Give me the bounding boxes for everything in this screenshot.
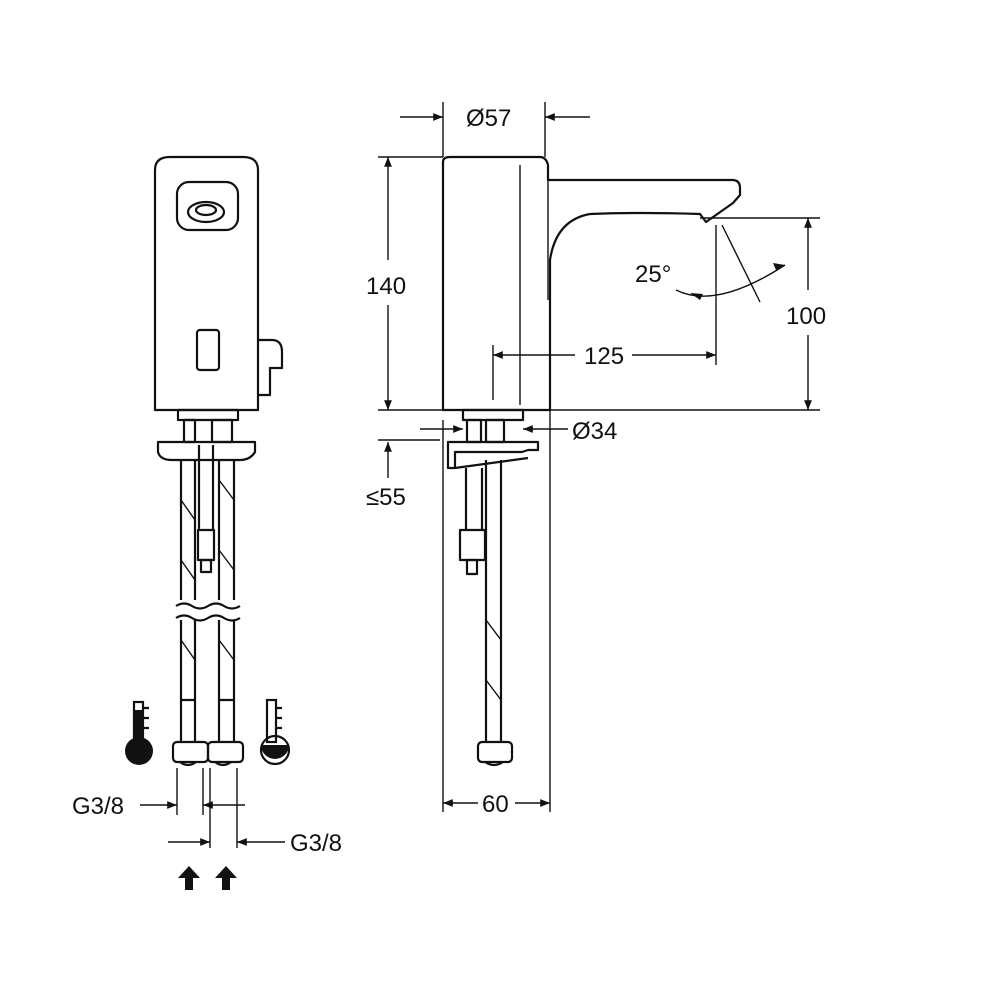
- connection-left-label: G3/8: [72, 793, 124, 820]
- connection-right-label: G3/8: [290, 830, 342, 857]
- front-view: [153, 155, 284, 767]
- flow-arrow-up-icon: [215, 866, 237, 890]
- base-diameter-label: Ø34: [572, 418, 617, 445]
- spout-diameter-label: Ø57: [466, 105, 511, 132]
- hose-spacing-label: 60: [482, 791, 509, 818]
- projection-label: 125: [584, 343, 624, 370]
- cold-water-thermometer-icon: [259, 698, 291, 766]
- side-view: [441, 155, 742, 767]
- height-label: 140: [366, 273, 406, 300]
- angle-label: 25°: [635, 261, 671, 288]
- deck-thickness-label: ≤55: [366, 484, 406, 511]
- spout-height-label: 100: [786, 303, 826, 330]
- hot-water-thermometer-icon: [125, 700, 153, 765]
- flow-arrow-up-icon: [178, 866, 200, 890]
